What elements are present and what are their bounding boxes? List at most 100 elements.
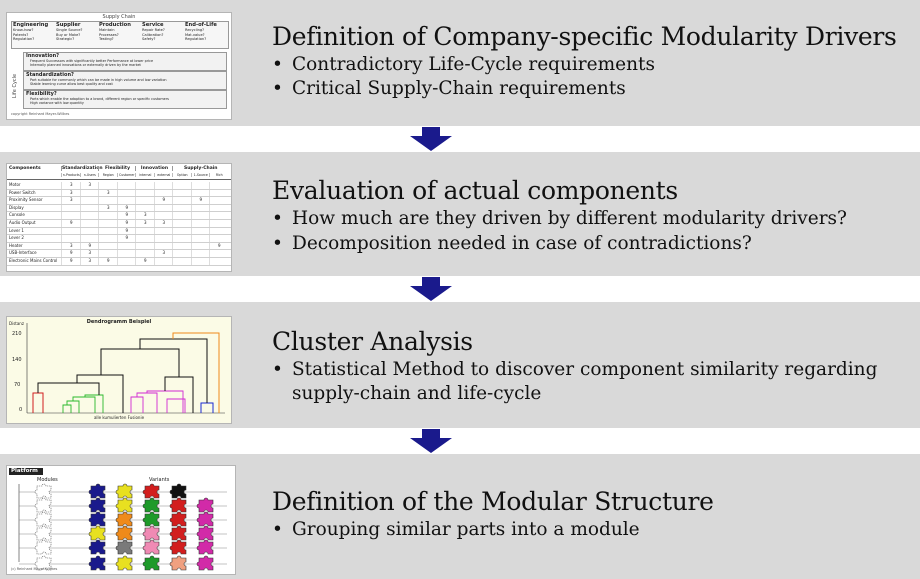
- down-arrow-icon: [410, 277, 452, 301]
- table-cell: [98, 197, 118, 204]
- puzzle-piece-icon: [169, 525, 187, 541]
- table-row-name: Display: [9, 204, 24, 210]
- table-cell: [153, 212, 174, 219]
- puzzle-piece-icon: [115, 511, 133, 527]
- table-cell: 9: [116, 220, 137, 227]
- step-bullet: •Critical Supply-Chain requirements: [272, 78, 626, 99]
- table-cell: 3: [135, 220, 155, 227]
- thumb1-column-item: Safety?: [142, 37, 156, 42]
- puzzle-piece-icon: [34, 555, 52, 571]
- table-cell: [135, 242, 155, 250]
- puzzle-piece-icon: [34, 497, 52, 513]
- table-cell: 3: [153, 250, 174, 257]
- thumb1-column-item: Recycling?: [185, 28, 205, 32]
- puzzle-piece-icon: [142, 483, 160, 499]
- table-cell: [190, 182, 211, 189]
- thumb1-driver-name: Flexibility?: [26, 91, 57, 97]
- step-title: Definition of the Modular Structure: [272, 487, 714, 516]
- puzzle-piece-icon: [196, 525, 214, 541]
- table-cell: [135, 227, 155, 235]
- table-cell: 3: [79, 182, 100, 189]
- thumb1-column-item: Processes?: [99, 32, 119, 37]
- dendrogram-ytick: 210: [12, 331, 22, 337]
- table-cell: [79, 235, 100, 242]
- step-bullet: •How much are they driven by different m…: [272, 208, 847, 229]
- table-cell: 9: [116, 227, 137, 235]
- table-cell: 9: [116, 235, 137, 242]
- table-cell: [190, 227, 211, 235]
- table-cell: [209, 250, 229, 257]
- thumb2-corner: Components: [9, 166, 41, 171]
- thumb1-column-item: Strategic?: [56, 37, 75, 42]
- table-cell: [190, 220, 211, 227]
- table-cell: [98, 212, 118, 219]
- table-cell: [172, 182, 192, 189]
- table-row: Lever 1 9: [7, 227, 231, 236]
- table-cell: [79, 220, 100, 227]
- thumb1-column-item: Testing?: [99, 37, 114, 42]
- table-row-name: Motor: [9, 182, 21, 187]
- table-cell: [116, 258, 137, 265]
- thumb2-subheader: 1-Source: [190, 173, 211, 177]
- thumb1-driver-row: Flexibility?Parts which enable the adapt…: [23, 90, 227, 109]
- puzzle-piece-icon: [88, 555, 106, 571]
- table-row-name: Power Switch: [9, 189, 36, 195]
- table-cell: [79, 212, 100, 219]
- table-cell: [135, 189, 155, 197]
- puzzle-piece-icon: [169, 511, 187, 527]
- table-cell: [61, 204, 81, 212]
- thumb1-column-name: Supplier: [56, 22, 81, 28]
- table-cell: [98, 227, 118, 235]
- table-cell: [61, 227, 81, 235]
- table-row-name: Lever 1: [9, 227, 24, 233]
- table-cell: [135, 235, 155, 242]
- thumb2-subheader: n-Users: [79, 173, 100, 177]
- puzzle-piece-icon: [34, 483, 52, 499]
- table-cell: [172, 212, 192, 219]
- table-cell: [116, 182, 137, 189]
- table-cell: [98, 182, 118, 189]
- table-cell: [61, 235, 81, 242]
- table-cell: 9: [153, 197, 174, 204]
- puzzle-piece-icon: [115, 555, 133, 571]
- thumb1-column-item: Repair Rate?: [142, 28, 165, 32]
- modules-label: Modules: [37, 477, 58, 483]
- table-cell: [98, 235, 118, 242]
- dendrogram-thumbnail: Dendrogramm Beispiel Distanz 210 140 70 …: [6, 316, 232, 424]
- table-cell: 9: [116, 204, 137, 212]
- table-row-name: Proximity Sensor: [9, 197, 43, 203]
- puzzle-piece-icon: [142, 511, 160, 527]
- table-cell: [79, 227, 100, 235]
- table-cell: [209, 189, 229, 197]
- thumb1-driver-name: Innovation?: [26, 53, 60, 59]
- thumb2-header-rule: [7, 179, 231, 180]
- thumb2-subheader: Option: [172, 173, 192, 177]
- thumb2-group-header: Innovation: [135, 166, 173, 171]
- thumb1-column-name: Service: [142, 22, 164, 28]
- table-cell: 3: [135, 212, 155, 219]
- table-cell: 9: [209, 242, 229, 250]
- table-cell: [190, 235, 211, 242]
- table-cell: 9: [98, 258, 118, 265]
- thumb1-driver-item: Parts which enable the adaption to a bra…: [30, 97, 169, 101]
- table-cell: [135, 204, 155, 212]
- table-cell: 3: [61, 182, 81, 189]
- thumb1-column-item: Single Source?: [56, 28, 83, 32]
- thumb1-header: Supply Chain: [102, 14, 136, 20]
- table-cell: [190, 258, 211, 265]
- thumb2-group-header: Standardization: [61, 166, 103, 171]
- dendrogram-ytick: 70: [14, 382, 21, 388]
- thumb1-driver-item: Internally planned innovations or extern…: [30, 63, 141, 68]
- table-cell: [209, 182, 229, 189]
- table-cell: 9: [61, 220, 81, 227]
- table-cell: [209, 227, 229, 235]
- thumb1-column-name: Production: [99, 22, 131, 28]
